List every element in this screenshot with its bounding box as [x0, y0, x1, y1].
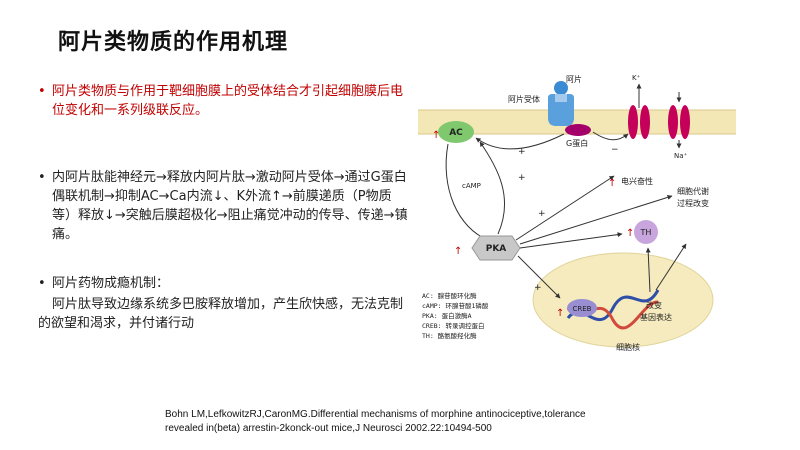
- bullet-paragraph: 阿片肽导致边缘系统多巴胺释放增加，产生欣快感，无法克制的欲望和渴求，并付诸行动: [38, 297, 404, 331]
- g-protein-label: G蛋白: [566, 138, 588, 148]
- g-protein: [565, 124, 591, 136]
- th-enzyme: [634, 220, 658, 244]
- creb-protein: [567, 299, 597, 317]
- na-channel-left: [668, 105, 678, 139]
- legend-item: cAMP: 环腺苷酸1磷酸: [422, 301, 489, 310]
- receptor-pocket: [555, 94, 567, 102]
- gene-to-metabolism-arrow: [655, 243, 687, 291]
- metabolism-label-2: 过程改变: [677, 198, 709, 208]
- k-channel-right: [640, 105, 650, 139]
- pka-enzyme: [471, 235, 521, 261]
- opioid-signaling-diagram: 细胞核 阿片 阿片受体 G蛋白 AC ↑ K⁺: [418, 68, 782, 368]
- na-channel-right: [680, 105, 690, 139]
- bullet-text: 阿片药物成瘾机制：: [52, 276, 170, 291]
- th-label: TH: [640, 228, 652, 237]
- th-up-arrow: ↑: [626, 228, 634, 239]
- g-to-ac-sign: +: [518, 147, 526, 157]
- pka-excitability-sign: +: [538, 209, 546, 219]
- creb-label: CREB: [573, 305, 592, 313]
- pka-to-creb-arrow: [517, 255, 561, 299]
- bullet-marker: •: [38, 170, 46, 185]
- bullet-addiction-mechanism: • 阿片药物成瘾机制： 阿片肽导致边缘系统多巴胺释放增加，产生欣快感，无法克制的…: [38, 274, 410, 333]
- receptor-label: 阿片受体: [508, 94, 540, 104]
- camp-label: cAMP: [462, 182, 481, 190]
- bullet-text: 内阿片肽能神经元→释放内阿片肽→激动阿片受体→通过G蛋白偶联机制→抑制AC→Ca…: [52, 170, 408, 242]
- g-to-channel-sign: −: [611, 145, 619, 155]
- excitability-up-arrow: ↑: [608, 178, 616, 189]
- pka-to-th-arrow: [519, 232, 623, 249]
- k-ion-label: K⁺: [632, 74, 641, 82]
- bullet-marker: •: [38, 84, 46, 99]
- citation-line-1: Bohn LM,LefkowitzRJ,CaronMG.Differential…: [165, 409, 586, 420]
- k-channel-left: [628, 105, 638, 139]
- slide-title: 阿片类物质的作用机理: [58, 30, 289, 55]
- creb-up-arrow: ↑: [556, 308, 564, 319]
- g-to-channel-arrow: [592, 131, 629, 141]
- legend-item: CREB: 转录调控蛋白: [422, 321, 484, 330]
- citation: Bohn LM,LefkowitzRJ,CaronMG.Differential…: [165, 408, 586, 436]
- bullet-text: 阿片类物质与作用于靶细胞膜上的受体结合才引起细胞膜后电位变化和一系列级联反应。: [52, 84, 404, 118]
- pka-up-arrow: ↑: [454, 246, 462, 257]
- pka-to-excitability-arrow: [515, 175, 615, 241]
- ac-label: AC: [449, 128, 463, 138]
- bullet-list: • 阿片类物质与作用于靶细胞膜上的受体结合才引起细胞膜后电位变化和一系列级联反应…: [38, 82, 410, 333]
- pka-feedback-sign: +: [518, 173, 526, 183]
- pka-feedback-arrow: [479, 141, 506, 235]
- diagram-svg: 细胞核 阿片 阿片受体 G蛋白 AC ↑ K⁺: [418, 68, 782, 368]
- opiate-molecule: [554, 81, 568, 95]
- ac-up-arrow: ↑: [432, 130, 440, 141]
- bullet-analgesia-mechanism: • 内阿片肽能神经元→释放内阿片肽→激动阿片受体→通过G蛋白偶联机制→抑制AC→…: [38, 168, 410, 244]
- legend-item: PKA: 蛋白激酶A: [422, 311, 472, 320]
- ac-to-pka-arrow: [445, 143, 489, 241]
- na-ion-label: Na⁺: [674, 152, 688, 160]
- nucleus-label: 细胞核: [616, 342, 640, 352]
- bullet-receptor-binding: • 阿片类物质与作用于靶细胞膜上的受体结合才引起细胞膜后电位变化和一系列级联反应…: [38, 82, 410, 120]
- pka-to-metabolism-arrow: [519, 194, 673, 245]
- diagram-legend: AC: 腺苷酸环化酶 cAMP: 环腺苷酸1磷酸 PKA: 蛋白激酶A CREB…: [422, 291, 489, 340]
- citation-line-2: revealed in(beta) arrestin-2konck-out mi…: [165, 423, 492, 434]
- opiate-label: 阿片: [566, 74, 582, 84]
- excitability-label: 电兴奋性: [621, 176, 653, 186]
- nucleus: [532, 252, 714, 348]
- legend-item: AC: 腺苷酸环化酶: [422, 291, 477, 300]
- opioid-receptor: [548, 94, 574, 126]
- gene-label-1: 改变: [646, 300, 662, 310]
- metabolism-label-1: 细胞代谢: [677, 186, 709, 196]
- gene-label-2: 基因表达: [640, 312, 672, 322]
- legend-item: TH: 酪氨酸羟化酶: [422, 331, 477, 340]
- pka-label: PKA: [486, 244, 507, 254]
- gene-to-th-arrow: [645, 247, 651, 293]
- bullet-marker: •: [38, 276, 46, 291]
- pka-creb-sign: +: [534, 283, 542, 293]
- ac-enzyme: [438, 121, 474, 143]
